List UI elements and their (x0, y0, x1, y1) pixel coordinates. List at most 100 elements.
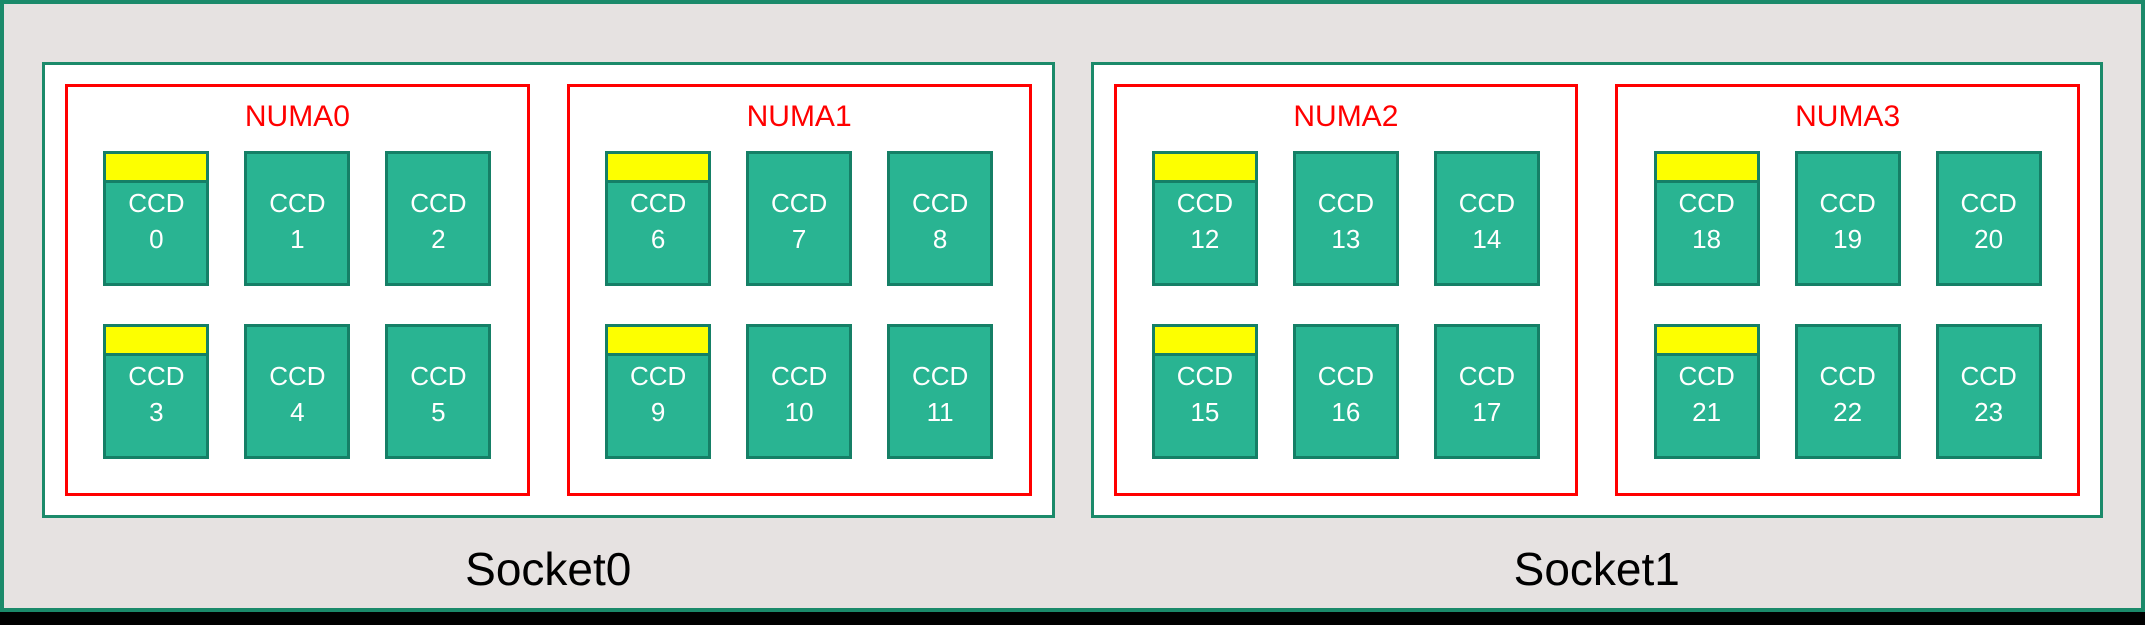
ccd-number: 5 (431, 397, 446, 427)
ccd-label: CCD 12 (1155, 183, 1255, 283)
ccd-box: CCD 3 (103, 324, 210, 459)
ccd-highlight-strip (247, 327, 347, 356)
ccd-number: 16 (1331, 397, 1361, 427)
ccd-highlight-strip (1437, 154, 1537, 183)
ccd-highlight-strip (1154, 154, 1255, 183)
ccd-title: CCD (1458, 361, 1516, 391)
socket: NUMA2 CCD 12 CCD 13 CCD 14 CCD 15 CCD (1090, 62, 2103, 612)
ccd-grid: CCD 12 CCD 13 CCD 14 CCD 15 CCD 16 (1151, 151, 1540, 459)
ccd-title: CCD (410, 188, 467, 218)
ccd-box: CCD 15 (1151, 324, 1258, 459)
numa-label: NUMA1 (746, 100, 852, 133)
ccd-label: CCD 16 (1296, 356, 1396, 456)
ccd-title: CCD (128, 361, 185, 391)
ccd-highlight-strip (1296, 154, 1396, 183)
ccd-number: 15 (1190, 397, 1220, 427)
socket: NUMA0 CCD 0 CCD 1 CCD 2 CCD 3 CCD (42, 62, 1055, 612)
ccd-label: CCD 7 (749, 183, 849, 283)
ccd-number: 3 (149, 397, 164, 427)
ccd-highlight-strip (1798, 154, 1898, 183)
ccd-label: CCD 11 (890, 356, 990, 456)
ccd-box: CCD 14 (1433, 151, 1540, 286)
ccd-title: CCD (770, 361, 828, 391)
ccd-number: 12 (1190, 224, 1220, 254)
ccd-box: CCD 11 (887, 324, 994, 459)
ccd-label: CCD 18 (1657, 183, 1757, 283)
ccd-box: CCD 1 (244, 151, 351, 286)
ccd-grid: CCD 18 CCD 19 CCD 20 CCD 21 CCD 22 (1653, 151, 2042, 459)
ccd-title: CCD (1960, 361, 2017, 391)
ccd-title: CCD (1678, 361, 1735, 391)
ccd-highlight-strip (1154, 327, 1255, 356)
ccd-box: CCD 23 (1935, 324, 2042, 459)
ccd-highlight-strip (1656, 327, 1757, 356)
ccd-box: CCD 12 (1151, 151, 1258, 286)
ccd-box: CCD 9 (605, 324, 712, 459)
ccd-label: CCD 22 (1798, 356, 1898, 456)
ccd-label: CCD 20 (1939, 183, 2039, 283)
ccd-label: CCD 21 (1657, 356, 1757, 456)
ccd-title: CCD (269, 188, 326, 218)
ccd-box: CCD 2 (385, 151, 492, 286)
ccd-highlight-strip (388, 327, 488, 356)
sockets-row: NUMA0 CCD 0 CCD 1 CCD 2 CCD 3 CCD (42, 62, 2103, 612)
ccd-highlight-strip (608, 327, 709, 356)
ccd-label: CCD 0 (106, 183, 206, 283)
ccd-number: 18 (1692, 224, 1722, 254)
ccd-label: CCD 10 (749, 356, 849, 456)
ccd-highlight-strip (1939, 154, 2039, 183)
socket-box: NUMA0 CCD 0 CCD 1 CCD 2 CCD 3 CCD (42, 62, 1055, 518)
ccd-highlight-strip (1656, 154, 1757, 183)
numa-box: NUMA3 CCD 18 CCD 19 CCD 20 CCD 21 CCD (1615, 84, 2080, 496)
ccd-label: CCD 15 (1155, 356, 1255, 456)
numa-box: NUMA0 CCD 0 CCD 1 CCD 2 CCD 3 CCD (65, 84, 530, 496)
ccd-title: CCD (629, 361, 687, 391)
ccd-box: CCD 0 (103, 151, 210, 286)
socket-box: NUMA2 CCD 12 CCD 13 CCD 14 CCD 15 CCD (1090, 62, 2103, 518)
ccd-title: CCD (1317, 188, 1375, 218)
ccd-number: 9 (650, 397, 666, 427)
ccd-grid: CCD 0 CCD 1 CCD 2 CCD 3 CCD 4 (103, 151, 492, 459)
ccd-number: 6 (650, 224, 666, 254)
ccd-number: 19 (1833, 224, 1863, 254)
ccd-label: CCD 6 (608, 183, 708, 283)
ccd-box: CCD 13 (1292, 151, 1399, 286)
ccd-label: CCD 14 (1437, 183, 1537, 283)
ccd-label: CCD 3 (106, 356, 206, 456)
ccd-grid: CCD 6 CCD 7 CCD 8 CCD 9 CCD 10 (605, 151, 994, 459)
ccd-label: CCD 13 (1296, 183, 1396, 283)
topology-frame: NUMA0 CCD 0 CCD 1 CCD 2 CCD 3 CCD (0, 0, 2145, 612)
ccd-label: CCD 5 (388, 356, 488, 456)
ccd-box: CCD 10 (746, 324, 853, 459)
numa-label: NUMA2 (1293, 100, 1399, 133)
ccd-box: CCD 5 (385, 324, 492, 459)
ccd-highlight-strip (388, 154, 488, 183)
ccd-title: CCD (1458, 188, 1516, 218)
ccd-number: 23 (1974, 397, 2004, 427)
ccd-highlight-strip (749, 327, 849, 356)
ccd-number: 21 (1692, 397, 1722, 427)
ccd-highlight-strip (890, 327, 990, 356)
ccd-number: 2 (431, 224, 446, 254)
ccd-number: 22 (1833, 397, 1863, 427)
ccd-highlight-strip (1296, 327, 1396, 356)
socket-label: Socket0 (465, 543, 632, 595)
ccd-box: CCD 6 (605, 151, 712, 286)
ccd-label: CCD 4 (247, 356, 347, 456)
ccd-box: CCD 22 (1794, 324, 1901, 459)
ccd-title: CCD (269, 361, 326, 391)
ccd-box: CCD 18 (1653, 151, 1760, 286)
ccd-title: CCD (770, 188, 828, 218)
ccd-title: CCD (629, 188, 687, 218)
ccd-box: CCD 16 (1292, 324, 1399, 459)
ccd-number: 14 (1472, 224, 1502, 254)
ccd-number: 1 (290, 224, 305, 254)
ccd-highlight-strip (749, 154, 849, 183)
ccd-number: 4 (290, 397, 305, 427)
ccd-label: CCD 2 (388, 183, 488, 283)
ccd-box: CCD 4 (244, 324, 351, 459)
ccd-label: CCD 9 (608, 356, 708, 456)
ccd-number: 11 (926, 397, 954, 427)
ccd-number: 8 (932, 224, 948, 254)
ccd-highlight-strip (1939, 327, 2039, 356)
